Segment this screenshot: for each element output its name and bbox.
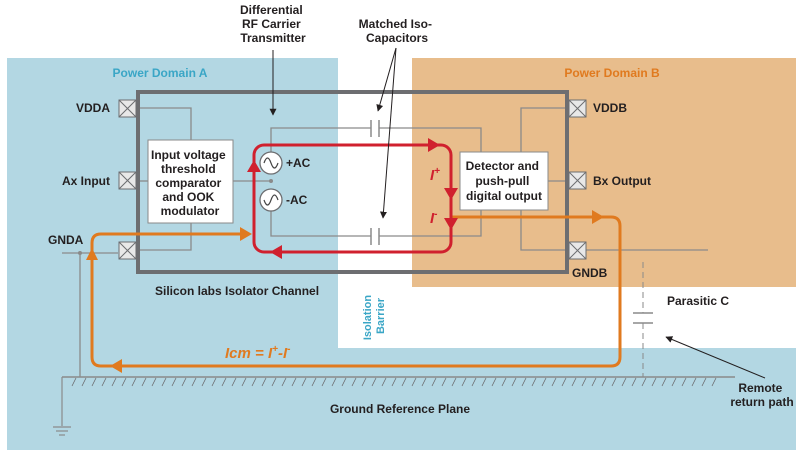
minus-ac-source-icon (259, 188, 283, 212)
detector-block (459, 151, 549, 211)
gnda-label: GNDA (48, 233, 84, 247)
ground-reference-plane (62, 376, 735, 387)
icm-equation: Icm = I+-I- (225, 344, 291, 362)
i-minus-label: I- (430, 209, 438, 227)
pin-ax-input (118, 171, 137, 190)
isolation-barrier-label: Isolation Barrier (362, 292, 387, 340)
transmitter-callout: Differential RF Carrier Transmitter (240, 3, 306, 45)
input-block-text: Input voltage threshold comparator and O… (151, 148, 229, 218)
pins (118, 99, 587, 260)
ground-symbol-icon (53, 377, 71, 436)
detector-block-text: Detector and push-pull digital output (466, 159, 543, 203)
i-plus-label: I+ (430, 166, 440, 184)
pin-gnda (118, 241, 137, 260)
domain-a-label: Power Domain A (113, 66, 208, 80)
remote-return-pointer (665, 336, 766, 379)
pin-bx-output (568, 171, 587, 190)
plus-ac-source-icon (259, 151, 283, 175)
parasitic-c-label: Parasitic C (667, 294, 729, 308)
isolator-channel-box (136, 90, 569, 274)
ground-plane-label: Ground Reference Plane (330, 402, 470, 416)
domain-b-label: Power Domain B (564, 66, 660, 80)
common-mode-arrows (86, 210, 604, 373)
pin-vddb (568, 99, 587, 118)
ax-input-label: Ax Input (62, 174, 110, 188)
plus-ac-label: +AC (286, 156, 311, 170)
internal-wiring (62, 107, 708, 377)
iso-cap-pointer-top (376, 47, 397, 112)
iso-cap-pointer-bottom (379, 47, 397, 219)
differential-current-arrows (247, 138, 458, 259)
vddb-label: VDDB (593, 101, 627, 115)
parasitic-capacitor (633, 262, 653, 377)
iso-capacitors-callout: Matched Iso- Capacitors (359, 17, 436, 45)
input-comparator-block (147, 139, 234, 224)
iso-capacitors (370, 120, 380, 245)
gndb-label: GNDB (572, 266, 608, 280)
vdda-label: VDDA (76, 101, 110, 115)
minus-ac-label: -AC (286, 193, 308, 207)
pin-vdda (118, 99, 137, 118)
common-mode-current-loop (90, 215, 622, 368)
remote-return-label: Remote return path (730, 381, 793, 409)
pin-gndb (568, 241, 587, 260)
bx-output-label: Bx Output (593, 174, 651, 188)
channel-label: Silicon labs Isolator Channel (155, 284, 319, 298)
